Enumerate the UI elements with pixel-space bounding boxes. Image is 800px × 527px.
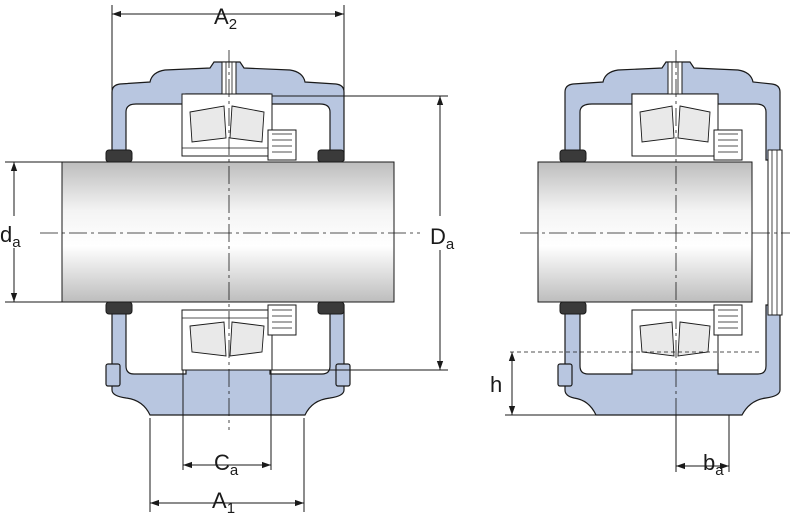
dimension-da-shaft: da xyxy=(0,161,62,303)
left-housing-view xyxy=(40,50,420,430)
dimension-a2: A2 xyxy=(111,4,345,150)
dimension-a1: A1 xyxy=(149,418,305,517)
right-lower-housing xyxy=(564,304,781,416)
label-Da: Da xyxy=(430,224,455,253)
right-seal-bottom-left xyxy=(559,301,587,315)
left-lower-bearing xyxy=(181,304,297,371)
dimension-ca: Ca xyxy=(182,370,272,479)
label-ca: Ca xyxy=(214,450,239,479)
left-seal-bottom-right xyxy=(317,301,345,315)
dimension-h: h xyxy=(490,352,596,416)
label-h: h xyxy=(490,372,502,397)
right-shaft xyxy=(537,161,753,303)
svg-text:da: da xyxy=(0,222,21,251)
label-ba: ba xyxy=(703,450,724,479)
left-seal-bottom-left xyxy=(105,301,133,315)
left-seal-top-left xyxy=(105,149,133,163)
left-upper-bearing xyxy=(181,93,297,161)
left-seal-top-right xyxy=(317,149,345,163)
dimension-ba: ba xyxy=(675,415,730,479)
right-lower-bearing xyxy=(631,304,743,371)
right-seal-top-left xyxy=(559,149,587,163)
label-a1: A1 xyxy=(212,488,235,517)
label-a2: A2 xyxy=(214,4,237,33)
right-housing-view xyxy=(510,50,790,430)
dimension-da-housing: Da xyxy=(272,95,464,371)
right-upper-bearing xyxy=(631,93,743,161)
left-base-flange xyxy=(105,363,121,387)
left-base-flange-right xyxy=(335,363,351,387)
left-lower-housing xyxy=(111,304,345,416)
left-shaft xyxy=(61,161,395,303)
right-end-cover xyxy=(767,149,783,316)
right-base-flange xyxy=(557,363,573,387)
